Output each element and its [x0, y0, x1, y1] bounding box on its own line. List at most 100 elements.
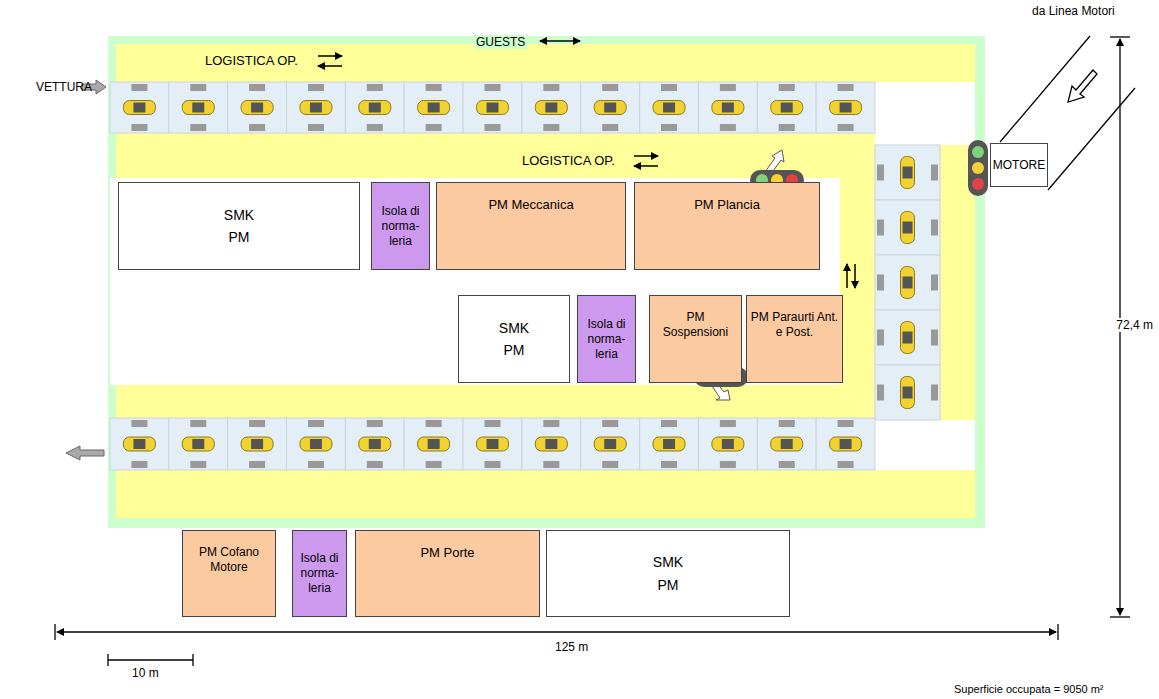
station-pad [877, 330, 884, 346]
car-icon [241, 437, 273, 451]
station-tile [522, 418, 581, 470]
station-pad [308, 124, 324, 131]
station-pad [131, 420, 147, 427]
car-icon [594, 101, 626, 115]
station-pad [838, 124, 854, 131]
area-label: Isola di norma- leria [296, 551, 343, 596]
area-label: PM Paraurti Ant. e Post. [750, 310, 839, 340]
car-icon [359, 437, 391, 451]
station-pad [308, 84, 324, 91]
area-box: Isola di norma- leria [292, 530, 347, 617]
station [640, 418, 699, 470]
car-icon [477, 437, 509, 451]
car-icon [545, 103, 557, 113]
car-icon [487, 439, 499, 449]
car-icon [840, 439, 852, 449]
area-label: MOTORE [993, 158, 1045, 173]
station-tile [228, 418, 287, 470]
station-pad [249, 420, 265, 427]
car-icon [182, 437, 214, 451]
car-icon [771, 101, 803, 115]
car-icon [653, 101, 685, 115]
car-icon [133, 439, 145, 449]
station [875, 255, 940, 310]
station-tile [169, 418, 228, 470]
car-icon [781, 103, 793, 113]
station-pad [931, 275, 938, 291]
car-icon [712, 437, 744, 451]
car-icon [428, 103, 440, 113]
station [463, 82, 522, 133]
station-tile [345, 418, 404, 470]
area-label: PM Sospensioni [653, 310, 738, 340]
station-pad [190, 461, 206, 468]
area-box: PM Meccanica [436, 182, 626, 270]
car-icon [663, 439, 675, 449]
car-icon [663, 103, 675, 113]
station-pad [426, 461, 442, 468]
station-tile [345, 82, 404, 133]
station [698, 418, 757, 470]
car-icon [300, 437, 332, 451]
station-pad [485, 84, 501, 91]
station-pad [426, 420, 442, 427]
station-tile [169, 82, 228, 133]
station-tile [875, 255, 940, 310]
station-pad [877, 165, 884, 181]
area-label: PM Plancia [694, 197, 760, 213]
car-icon [359, 101, 391, 115]
corner-area [875, 82, 975, 145]
area-label: SMK PM [496, 317, 532, 362]
car-icon [830, 101, 862, 115]
station-pad [485, 420, 501, 427]
station-pad [485, 461, 501, 468]
car-icon [830, 437, 862, 451]
area-box: SMK PM [546, 530, 790, 617]
station [875, 200, 940, 255]
station [522, 82, 581, 133]
car-icon [310, 439, 322, 449]
area-label: PM Cofano Motore [186, 545, 272, 575]
station-pad [543, 420, 559, 427]
station [875, 145, 940, 200]
car-icon [604, 103, 616, 113]
station-pad [779, 420, 795, 427]
station [110, 82, 169, 133]
station-pad [720, 461, 736, 468]
station-pad [838, 84, 854, 91]
car-icon [535, 101, 567, 115]
station-tile [640, 418, 699, 470]
station-pad [720, 84, 736, 91]
plain-label: 72,4 m [1114, 318, 1155, 332]
area-box: PM Sospensioni [649, 295, 742, 383]
station-pad [249, 84, 265, 91]
station-pad [838, 420, 854, 427]
station-tile [110, 82, 169, 133]
station-pad [367, 84, 383, 91]
plain-label: VETTURA [36, 80, 92, 94]
area-box: Isola di norma- leria [577, 295, 636, 383]
car-icon [903, 387, 913, 399]
station [287, 82, 346, 133]
station-tile [757, 418, 816, 470]
station-pad [543, 461, 559, 468]
station-pad [931, 385, 938, 401]
plain-label: LOGISTICA OP. [522, 153, 615, 169]
station-pad [779, 84, 795, 91]
station-tile [287, 82, 346, 133]
car-icon [418, 437, 450, 451]
station-tile [404, 418, 463, 470]
station [404, 418, 463, 470]
station [640, 82, 699, 133]
station [522, 418, 581, 470]
station-pad [367, 461, 383, 468]
station-tile [404, 82, 463, 133]
car-icon [310, 103, 322, 113]
station [287, 418, 346, 470]
station-tile [698, 418, 757, 470]
station [757, 418, 816, 470]
inner-area [110, 178, 840, 385]
station-pad [426, 84, 442, 91]
car-icon [123, 101, 155, 115]
station [169, 82, 228, 133]
